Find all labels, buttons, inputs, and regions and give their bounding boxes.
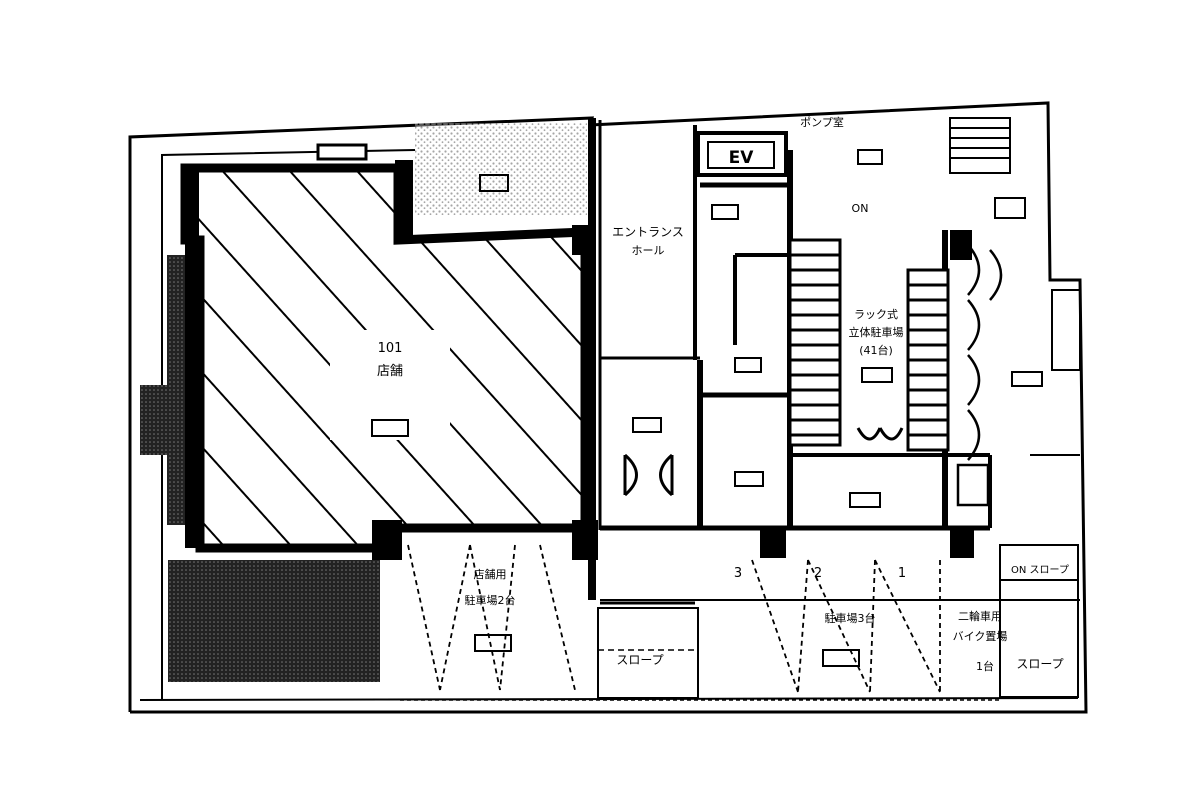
door-rack (856, 427, 904, 441)
tone-strip-left-outer (140, 385, 168, 455)
lot-1: 1 (898, 566, 906, 581)
entrance-hall-label: ホール (632, 244, 665, 257)
slope-right-label: スロープ (1016, 657, 1063, 671)
parking-left-label-2: 駐車場2台 (465, 593, 516, 607)
rack-parking-label: 立体駐車場 (849, 325, 904, 339)
unit-number: 101 (378, 341, 403, 356)
bike-label-1: 二輪車用 (958, 609, 1002, 623)
stair-top-right (949, 117, 1026, 219)
rack-parking-stack-right (906, 268, 950, 452)
room-tags (474, 174, 1043, 667)
entrance-label: エントランス (612, 225, 684, 239)
rack-label: ラック式 (854, 308, 898, 321)
pump-room-label: ポンプ室 (800, 115, 844, 129)
tone-strip-top-left (415, 123, 587, 215)
right-exterior-parking (1030, 289, 1081, 456)
bike-parking: 二輪車用 バイク置場 1台 (953, 609, 1008, 673)
unit-use: 店舗 (377, 364, 403, 379)
rack-parking-stack-left (788, 238, 842, 447)
right-doors (956, 244, 1003, 507)
rack-count-label: (41台) (859, 343, 893, 357)
slope-right: ON スロープ スロープ (999, 544, 1079, 698)
elevator-label: EV (729, 148, 755, 168)
bike-count: 1台 (976, 659, 994, 673)
slope-top-label: ON スロープ (1011, 564, 1069, 576)
slope-left: スロープ (597, 607, 699, 699)
bike-label-2: バイク置場 (953, 630, 1008, 643)
slope-left-label: スロープ (616, 653, 663, 667)
on-mark: ON (852, 202, 869, 215)
lot-2: 2 (814, 566, 822, 581)
parking-left (407, 544, 576, 691)
parking-left-label-1: 店舗用 (474, 567, 507, 581)
unit-label-bg (330, 330, 450, 440)
shop-101: 101 店舗 (180, 143, 590, 553)
elevator: EV (696, 131, 788, 177)
parking-right (751, 559, 941, 693)
tone-planter-bottom-left (168, 560, 380, 682)
door-hall (623, 453, 674, 497)
lot-3: 3 (734, 566, 742, 581)
parking-right-label: 駐車場3台 (825, 611, 876, 625)
